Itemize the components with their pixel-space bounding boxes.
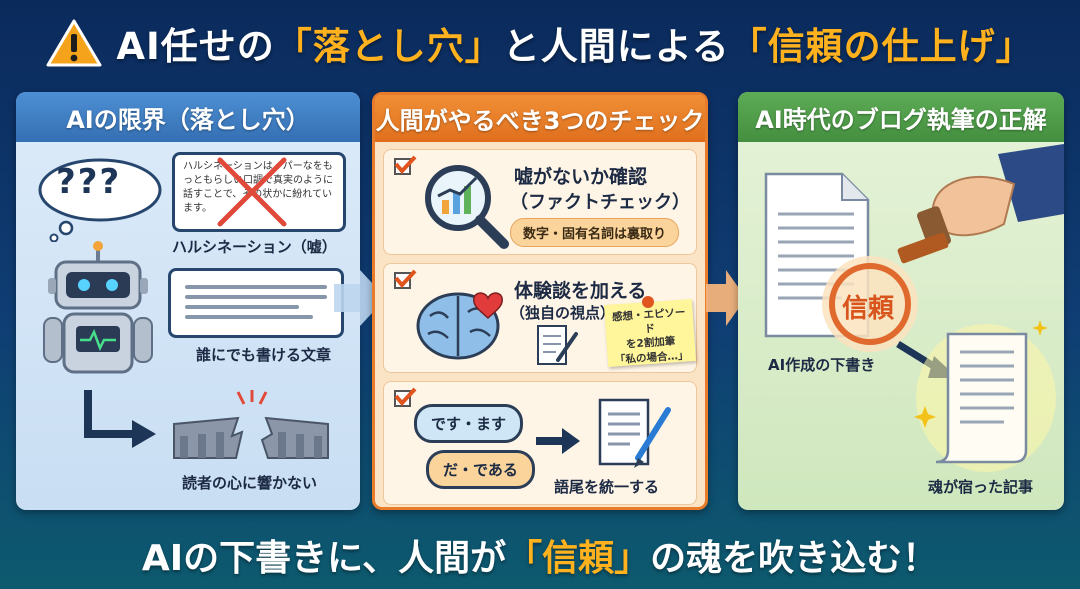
document-pen-icon	[598, 398, 671, 468]
broken-bridge-icon	[173, 390, 329, 459]
panel-human-checks: 人間がやるべき3つのチェック 嘘がないか確認 （ファクトチェック） 数字・固有名…	[372, 92, 708, 510]
robot-icon	[43, 241, 153, 374]
check2-title: 体験談を加える	[514, 280, 647, 302]
speech-bubble-desu-masu: です・ます	[414, 404, 524, 443]
text-line	[185, 285, 327, 289]
title-highlight-trust: 「信頼の仕上げ」	[729, 25, 1034, 68]
title-pre: AI任せの	[116, 25, 275, 68]
pushpin-icon	[642, 296, 654, 308]
check-card-endings: です・ます だ・である 語尾を統一する	[383, 381, 697, 505]
draft-label: AI作成の下書き	[768, 356, 876, 374]
check-card-fact: 嘘がないか確認 （ファクトチェック） 数字・固有名詞は裏取り	[383, 149, 697, 255]
footer-pre: AIの下書きに、人間が	[141, 537, 507, 579]
text-line	[185, 305, 299, 309]
generic-text-label: 誰にでも書ける文章	[196, 346, 332, 364]
checkmark-icon	[394, 269, 417, 289]
footer-highlight: 「信頼」	[506, 537, 651, 579]
hand-stamp-icon	[897, 144, 1064, 264]
title-highlight-pitfall: 「落とし穴」	[274, 25, 503, 68]
check1-subtitle: （ファクトチェック）	[510, 192, 690, 213]
checkmark-icon	[394, 387, 417, 407]
header: AI任せの 「落とし穴」 と人間による 「信頼の仕上げ」	[0, 0, 1080, 86]
check-card-experience: 体験談を加える （独自の視点） 感想・エピソード を2割加筆 「私の場合…」	[383, 263, 697, 373]
text-line	[185, 295, 327, 299]
panel-blog-answer-title: AI時代のブログ執筆の正解	[738, 92, 1064, 142]
panel-ai-limits-title: AIの限界（落とし穴）	[16, 92, 360, 142]
thought-cloud-icon	[38, 158, 162, 242]
bridge-label: 読者の心に響かない	[182, 474, 318, 492]
speech-bubble-da-dearu: だ・である	[426, 450, 535, 489]
generic-text-bubble	[168, 268, 344, 338]
down-right-arrow-icon	[84, 390, 156, 448]
footer-message: AIの下書きに、人間が 「信頼」 の魂を吹き込む！	[0, 520, 1080, 589]
panel-ai-limits: AIの限界（落とし穴） ??? ハルシネーションは、パーなをもっともらしい口調で…	[16, 92, 360, 510]
check2-subtitle: （独自の視点）	[510, 304, 616, 322]
checkmark-icon	[394, 155, 417, 175]
stamp-text: 信頼	[842, 294, 895, 324]
magnifier-chart-icon	[425, 165, 509, 249]
panel-blog-answer: AI時代のブログ執筆の正解 AI作成の下書き 信頼	[738, 92, 1064, 510]
brain-heart-icon	[416, 292, 503, 360]
document-pen-icon	[537, 325, 578, 365]
hallucination-label: ハルシネーション（嘘）	[172, 238, 337, 256]
check3-label: 語尾を統一する	[554, 478, 660, 496]
trust-stamp-icon	[822, 256, 918, 352]
final-label: 魂が宿った記事	[928, 478, 1034, 496]
footer-post: の魂を吹き込む！	[650, 537, 939, 579]
text-line	[185, 315, 313, 319]
warning-icon	[46, 19, 102, 67]
glowing-article-icon	[914, 320, 1056, 472]
question-marks: ???	[56, 162, 122, 202]
right-arrow-icon	[536, 428, 580, 454]
checkbox	[394, 272, 411, 289]
check1-pill: 数字・固有名詞は裏取り	[510, 218, 680, 247]
panel-human-checks-title: 人間がやるべき3つのチェック	[375, 95, 705, 142]
title-mid: と人間による	[502, 25, 730, 68]
flow-arrow-icon	[706, 270, 746, 326]
checkbox	[394, 158, 411, 175]
cross-mark-icon	[217, 157, 287, 227]
page-title: AI任せの 「落とし穴」 と人間による 「信頼の仕上げ」	[116, 16, 1033, 70]
checkbox	[394, 390, 411, 407]
check1-title: 嘘がないか確認	[514, 166, 648, 188]
